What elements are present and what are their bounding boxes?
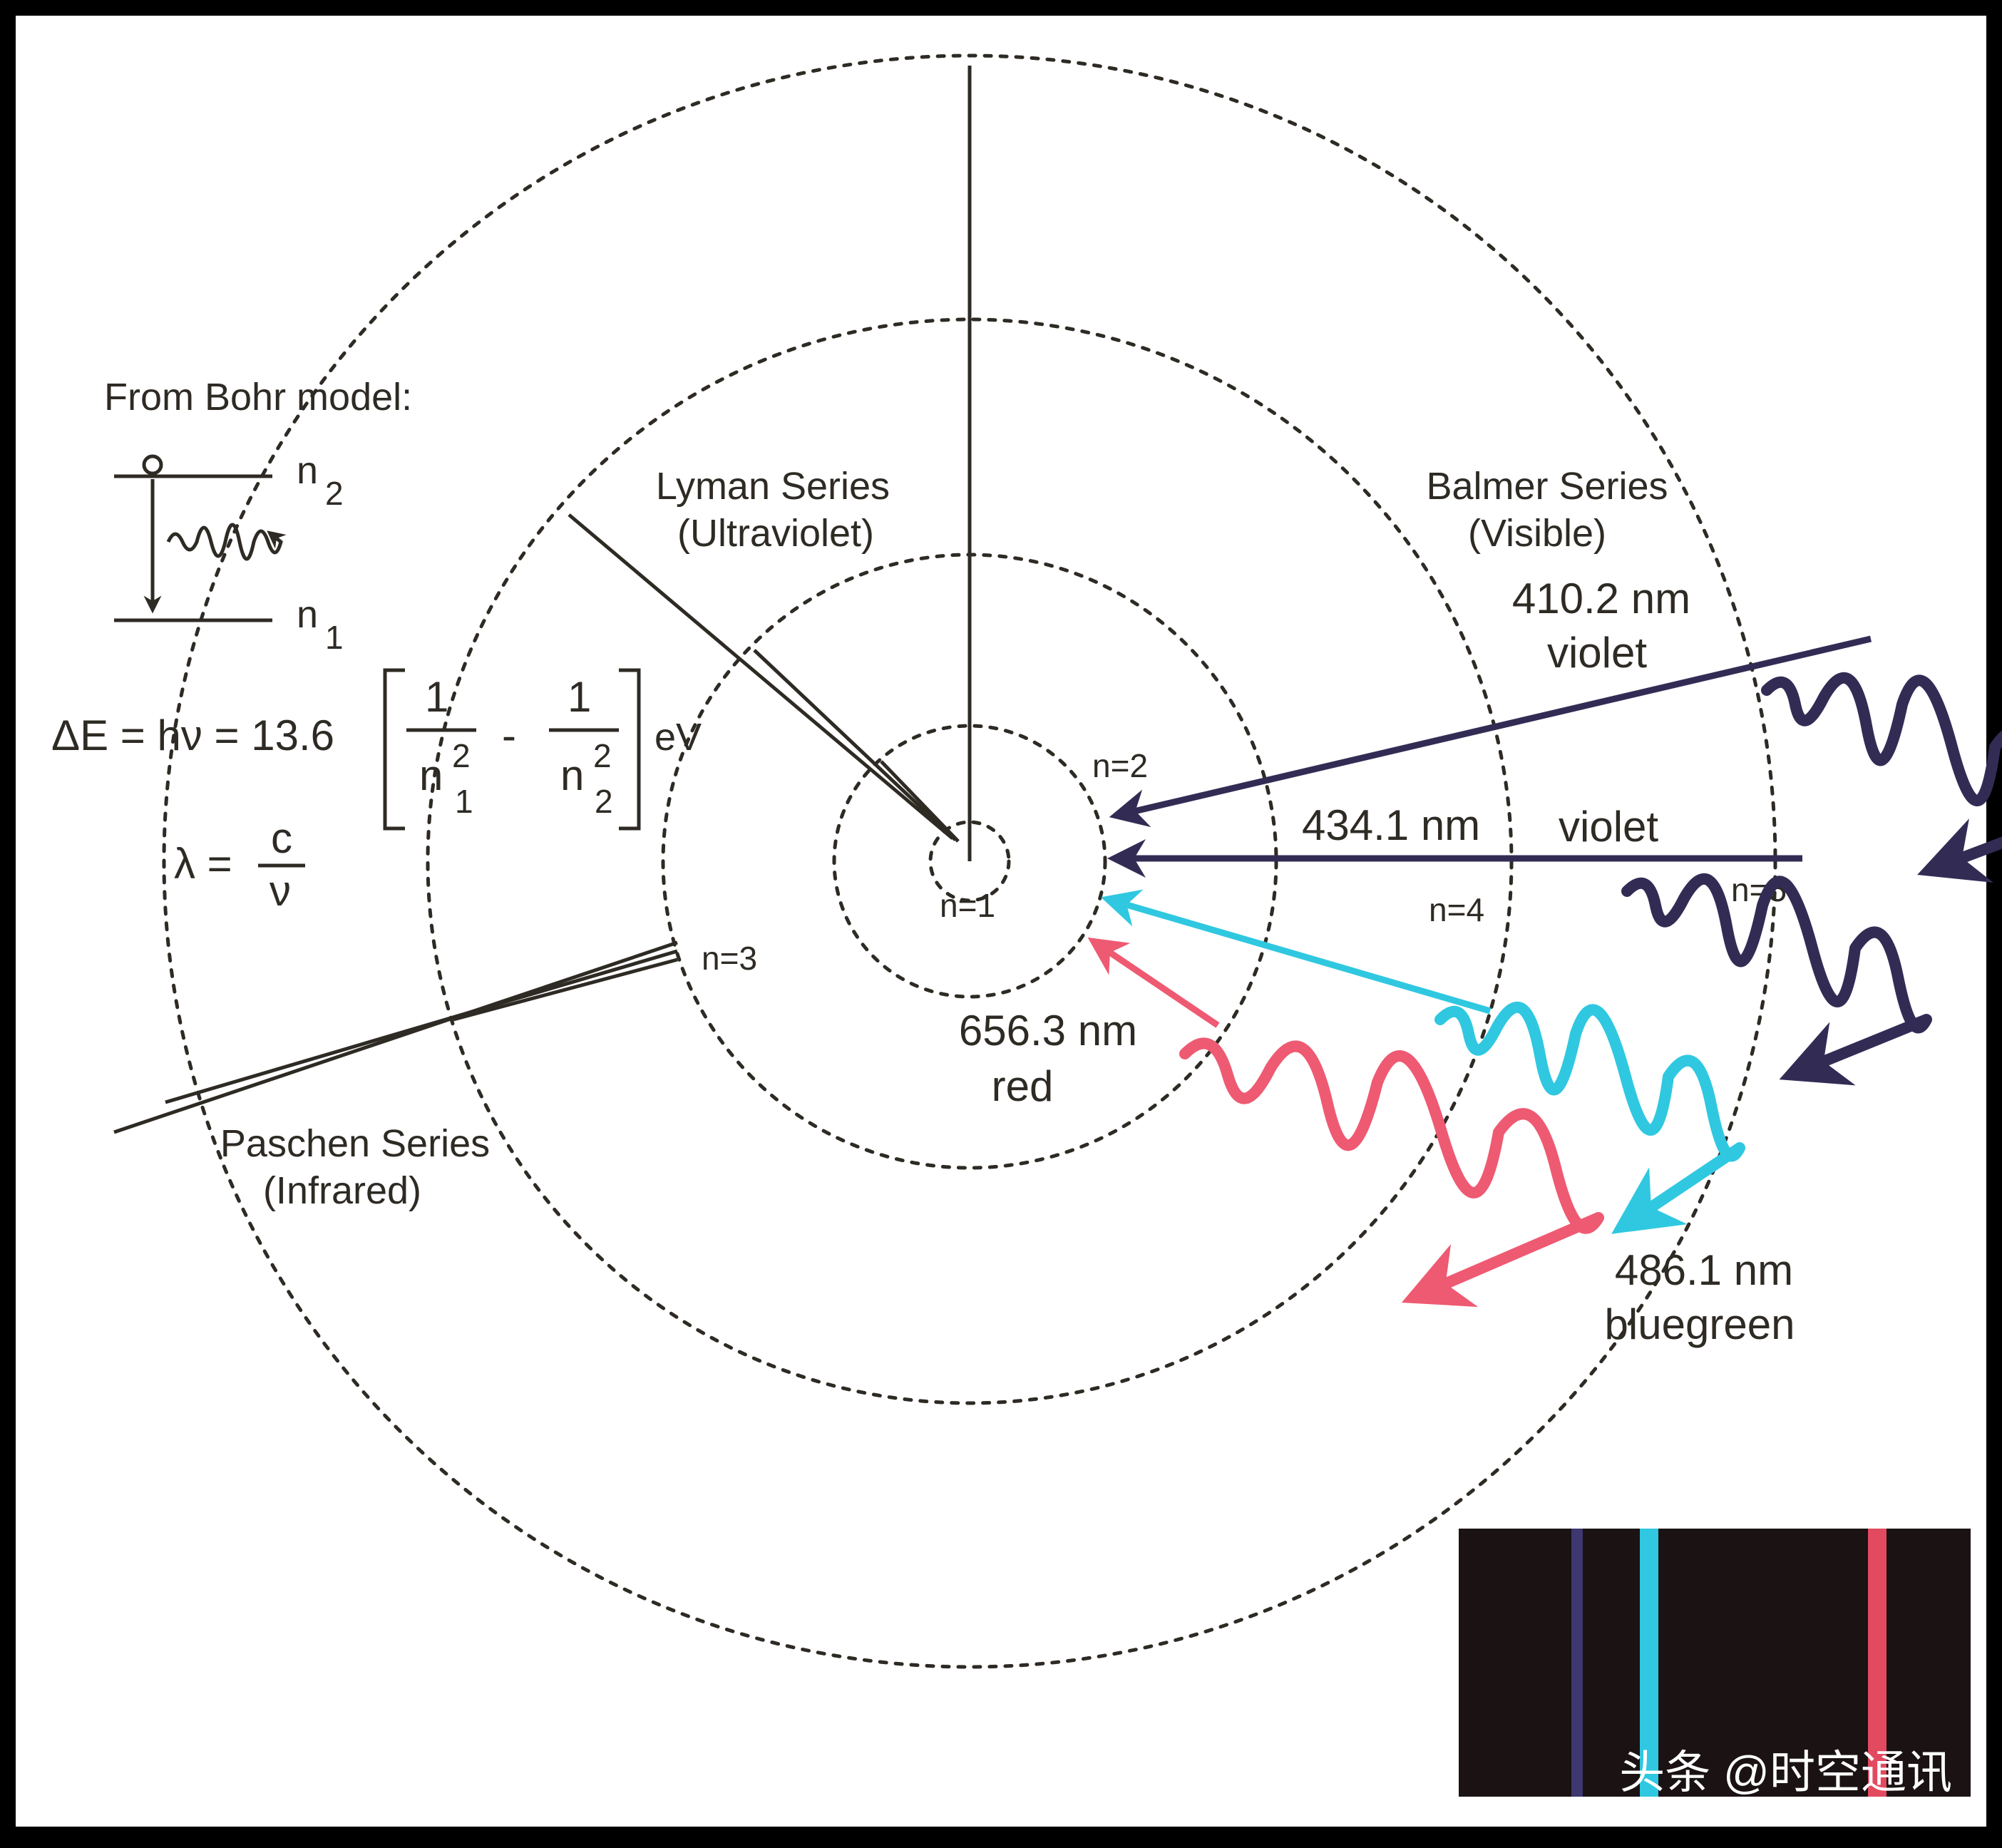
wave-656nm: [1179, 1037, 1604, 1308]
frac1-sup: 2: [452, 737, 471, 774]
bohr-legend: From Bohr model: n 2 n 1: [104, 376, 412, 656]
photon-waves: [1179, 672, 2002, 1308]
wave-410nm: [1761, 672, 2002, 883]
frac1-num: 1: [425, 673, 448, 721]
arrow-410nm: [1109, 635, 1872, 828]
label-n1: n=1: [940, 887, 995, 924]
paschen-line-b: [165, 949, 678, 1104]
spectrum-line-bluegreen: [1640, 1529, 1658, 1797]
bohr-title: From Bohr model:: [104, 376, 412, 419]
spectrum-line-red: [1868, 1529, 1886, 1797]
frac2-sup: 2: [593, 737, 612, 774]
electron-icon: [142, 454, 163, 476]
lyman-lines: [568, 66, 972, 861]
label-656-color: red: [992, 1062, 1054, 1110]
rydberg-formula: ΔE = hν = 13.6 1 n 2 1 - 1 n 2 2 eV λ = …: [51, 668, 702, 915]
balmer-arrows: [1087, 635, 1872, 1028]
formula-minus: -: [502, 712, 516, 759]
label-434-wave: 434.1 nm: [1302, 801, 1480, 849]
lambda-left: λ =: [174, 840, 232, 888]
bracket-left: [383, 668, 405, 831]
legend-n1: n: [297, 593, 318, 636]
formula-unit: eV: [654, 716, 702, 759]
lambda-nu: ν: [270, 867, 291, 915]
frac1-den: n: [419, 751, 443, 799]
series-labels: Lyman Series (Ultraviolet) Balmer Series…: [220, 465, 1668, 1212]
orbit-n2: [832, 724, 1107, 999]
legend-n2: n: [297, 449, 318, 492]
balmer-name: Balmer Series: [1426, 465, 1668, 508]
label-410-wave: 410.2 nm: [1512, 575, 1690, 622]
label-486-wave: 486.1 nm: [1615, 1246, 1793, 1294]
lyman-band: (Ultraviolet): [677, 512, 874, 555]
label-410-color: violet: [1547, 629, 1647, 677]
wave-434nm: [1621, 873, 1932, 1086]
lambda-c: c: [271, 814, 292, 862]
legend-n1-sub: 1: [325, 619, 344, 656]
label-n4: n=4: [1429, 891, 1484, 928]
lyman-line-n4: [568, 513, 954, 840]
spectrum-line-violet: [1571, 1529, 1583, 1797]
paschen-band: (Infrared): [263, 1169, 421, 1212]
frac2-sub: 2: [595, 783, 613, 820]
formula-left: ΔE = hν = 13.6: [51, 712, 334, 759]
label-486-color: bluegreen: [1605, 1300, 1795, 1348]
label-656-wave: 656.3 nm: [959, 1007, 1137, 1054]
lyman-name: Lyman Series: [656, 465, 890, 508]
frac2-den: n: [560, 751, 584, 799]
paschen-lines: [113, 940, 678, 1134]
lyman-line-n3: [753, 649, 957, 841]
photon-wave-icon: [166, 523, 287, 561]
wavelength-labels: 410.2 nm violet 434.1 nm violet 486.1 nm…: [959, 575, 1795, 1348]
frac2-num: 1: [568, 673, 591, 721]
bracket-right: [619, 668, 641, 831]
legend-n2-sub: 2: [325, 475, 344, 512]
watermark: 头条 @时空通讯: [1619, 1747, 1952, 1798]
balmer-band: (Visible): [1468, 512, 1606, 555]
wave-486nm: [1434, 1001, 1745, 1234]
arrow-656nm: [1087, 937, 1220, 1028]
frac1-sub: 1: [455, 783, 473, 820]
label-n3: n=3: [702, 940, 757, 977]
spectrum-inset: 头条 @时空通讯: [1459, 1529, 1971, 1798]
paschen-line-c: [453, 958, 678, 1022]
lyman-line-n2: [880, 760, 960, 843]
arrow-486nm: [1101, 889, 1492, 1015]
paschen-name: Paschen Series: [220, 1122, 490, 1165]
paschen-line-a: [113, 940, 678, 1134]
label-n2: n=2: [1092, 747, 1148, 784]
orbit-n1: [928, 820, 1011, 903]
label-434-color: violet: [1559, 803, 1658, 851]
